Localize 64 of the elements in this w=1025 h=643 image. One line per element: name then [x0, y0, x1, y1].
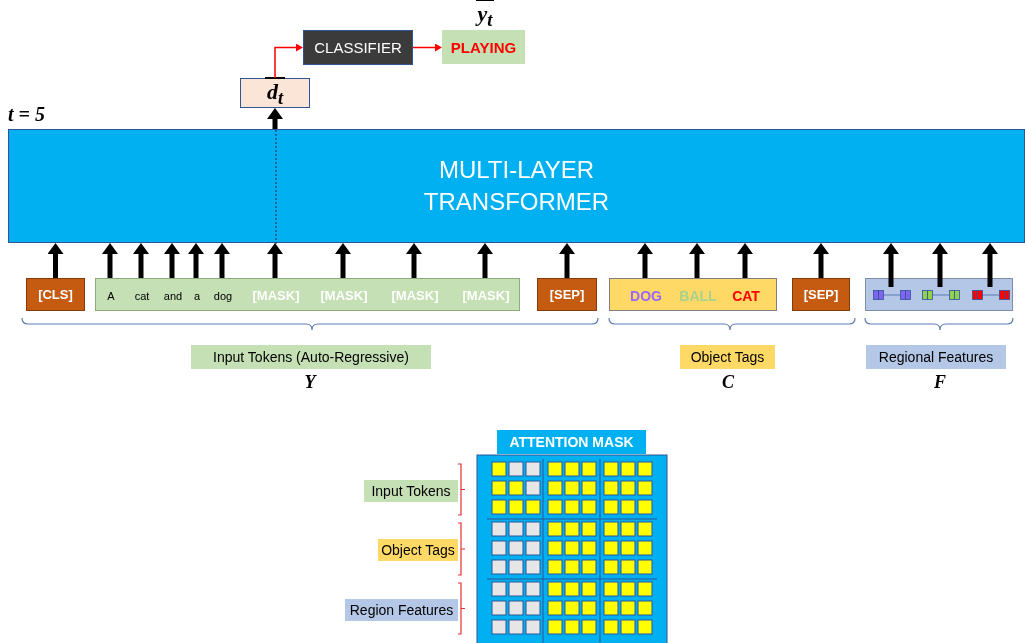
arrow	[47, 243, 64, 278]
box-label: CLASSIFIER	[314, 39, 402, 56]
block-title: MULTI-LAYER TRANSFORMER	[422, 154, 611, 217]
arrow	[267, 108, 283, 129]
vector-box	[240, 78, 310, 108]
mask-token-text: [MASK]	[312, 279, 376, 312]
arrow	[637, 243, 653, 278]
transformer-block	[8, 129, 1025, 243]
arrow	[133, 243, 149, 278]
token-text: and	[159, 279, 187, 312]
token-label: [SEP]	[803, 287, 839, 302]
arrow	[188, 243, 204, 278]
mask-title: ATTENTION MASK	[497, 430, 646, 454]
region-feature	[972, 288, 1010, 302]
token-label: [SEP]	[549, 287, 585, 302]
token-text: A	[101, 279, 121, 312]
object-tag-text: DOG	[628, 279, 664, 312]
arrow	[102, 243, 118, 278]
section-label: Input Tokens (Auto-Regressive)	[191, 345, 431, 369]
arrow	[214, 243, 230, 278]
mask-token-text: [MASK]	[243, 279, 309, 312]
region-feature	[922, 288, 960, 302]
arrow	[883, 243, 899, 287]
arrow	[737, 243, 753, 278]
classifier-box	[303, 30, 413, 65]
object-tag-text: BALL	[678, 279, 718, 312]
arrow	[559, 243, 575, 278]
symbol-label: Y	[303, 370, 318, 394]
token-text: a	[190, 279, 204, 312]
arrow	[274, 43, 303, 79]
mask-token-text: [MASK]	[453, 279, 519, 312]
section-label: Object Tags	[680, 345, 775, 369]
symbol-label: F	[933, 370, 947, 394]
section-label: Regional Features	[866, 345, 1006, 369]
special-token-box	[792, 278, 850, 311]
object-tag-text: CAT	[729, 279, 763, 312]
vector-label: d$_{t}$	[264, 77, 286, 109]
arrow	[982, 243, 998, 287]
row-group-label: Region Features	[345, 599, 458, 621]
mask-token-text: [MASK]	[383, 279, 447, 312]
arrow	[267, 243, 283, 278]
arrow	[813, 243, 829, 278]
token-text: cat	[129, 279, 155, 312]
arrow	[164, 243, 180, 278]
row-group-label: Input Tokens	[364, 480, 458, 502]
object-tags-box	[609, 278, 777, 311]
arrow	[477, 243, 493, 278]
arrow	[406, 243, 422, 278]
output-box	[442, 30, 525, 64]
token-text: dog	[208, 279, 238, 312]
time-step-label: t = 5	[8, 102, 46, 126]
row-group-label: Object Tags	[378, 539, 458, 561]
symbol-label: C	[721, 370, 735, 394]
arrow	[932, 243, 948, 287]
region-feature	[873, 288, 911, 302]
token-label: [CLS]	[38, 287, 73, 302]
regional-features-box	[865, 278, 1013, 311]
arrow	[689, 243, 705, 278]
input-tokens-box	[95, 278, 520, 311]
prediction-text: PLAYING	[450, 38, 517, 56]
special-token-box	[537, 278, 597, 311]
special-token-box	[26, 278, 85, 311]
arrow	[412, 43, 442, 52]
arrow	[335, 243, 351, 278]
